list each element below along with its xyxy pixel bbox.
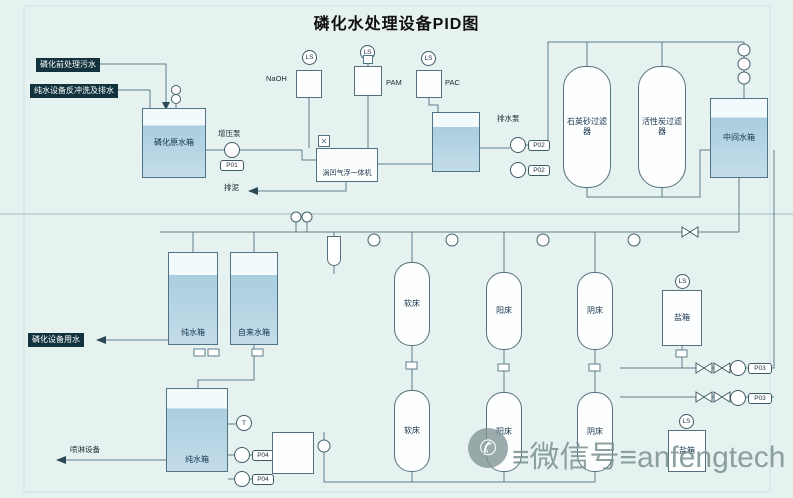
tap-water-tank-label: 自来水箱 xyxy=(238,328,270,338)
pump-p02a-tag: P02 xyxy=(528,140,550,151)
level-switch-naoh: LS xyxy=(302,50,317,65)
mini-tags xyxy=(193,348,688,372)
pump-p04b-symbol xyxy=(234,471,250,487)
bed-softener-1-label: 软床 xyxy=(403,299,420,309)
wechat-icon: ✆ xyxy=(468,428,508,468)
bed-anion-2-label: 阴床 xyxy=(586,427,603,437)
bed-softener-2: 软床 xyxy=(394,390,430,472)
pure-water-tank-lower-label: 纯水箱 xyxy=(185,455,209,465)
salt-tank-lower-label: 盐箱 xyxy=(678,446,695,456)
carbon-filter-vessel: 活性炭过滤器 xyxy=(638,66,686,188)
level-switch-salt-upper: LS xyxy=(675,274,690,289)
pac-dosing-tank xyxy=(416,70,442,98)
watermark-text: ≡微信号≡anfengtech xyxy=(512,441,786,474)
air-flotation-unit: 涡凹气浮一体机 xyxy=(316,148,378,182)
pam-mixer-motor xyxy=(363,55,373,64)
bed-anion-1-label: 阴床 xyxy=(586,306,603,316)
clear-water-tank xyxy=(432,112,480,172)
flotation-aerator-icon: ✕ xyxy=(318,135,330,147)
sludge-drain-label: 排泥 xyxy=(224,183,239,192)
pump-p01-symbol xyxy=(224,142,240,158)
pac-label: PAC xyxy=(445,78,460,87)
pump-p02b-tag: P02 xyxy=(528,165,550,176)
level-switch-salt-lower: LS xyxy=(679,414,694,429)
pump-p01-tag: P01 xyxy=(220,160,244,171)
pump-p03b-tag: P03 xyxy=(748,393,772,404)
pump-p03a-tag: P03 xyxy=(748,363,772,374)
raw-water-tank-label: 磷化原水箱 xyxy=(154,138,194,148)
bed-softener-1: 软床 xyxy=(394,262,430,346)
pump-p04a-tag: P04 xyxy=(252,450,274,461)
pure-water-tank-upper: 纯水箱 xyxy=(168,252,218,345)
sand-filter-vessel: 石英砂过滤器 xyxy=(563,66,611,188)
bed-cation-1-label: 阳床 xyxy=(495,306,512,316)
pure-water-tank-lower: 纯水箱 xyxy=(166,388,228,472)
booster-pump-label: 增压泵 xyxy=(218,129,241,138)
pump-p04b-tag: P04 xyxy=(252,474,274,485)
carbon-filter-label: 活性炭过滤器 xyxy=(642,117,682,136)
salt-tank-upper: 盐箱 xyxy=(662,290,702,346)
inlet-label-phosphating-wastewater: 磷化前处理污水 xyxy=(36,58,100,72)
gauge-circles xyxy=(171,43,751,453)
pump-p03a-symbol xyxy=(730,360,746,376)
level-switch-pac: LS xyxy=(421,51,436,66)
cartridge-filter xyxy=(327,236,341,266)
salt-tank-lower: 盐箱 xyxy=(668,430,706,472)
raw-water-tank: 磷化原水箱 xyxy=(142,108,206,178)
air-flotation-label: 涡凹气浮一体机 xyxy=(322,170,372,177)
dosing-tank xyxy=(272,432,314,474)
pure-water-tank-upper-label: 纯水箱 xyxy=(181,328,205,338)
bed-softener-2-label: 软床 xyxy=(403,426,420,436)
bed-anion-2: 阴床 xyxy=(577,392,613,472)
pump-p02b-symbol xyxy=(510,162,526,178)
outlet-label-spray-equipment: 喷淋设备 xyxy=(70,445,100,454)
naoh-label: NaOH xyxy=(266,74,287,83)
intermediate-water-tank: 中间水箱 xyxy=(710,98,768,178)
valves xyxy=(681,226,731,403)
pump-p02a-symbol xyxy=(510,137,526,153)
naoh-dosing-tank xyxy=(296,70,322,98)
flow-arrows xyxy=(56,102,258,464)
bed-cation-2-label: 阳床 xyxy=(495,427,512,437)
pump-p03b-symbol xyxy=(730,390,746,406)
frame xyxy=(0,5,793,493)
inlet-label-backwash-drain: 纯水设备反冲洗及排水 xyxy=(30,84,118,98)
intermediate-water-tank-label: 中间水箱 xyxy=(722,133,755,143)
outlet-label-process-water: 磷化设备用水 xyxy=(28,333,84,347)
bed-anion-1: 阴床 xyxy=(577,272,613,350)
pump-p04a-symbol xyxy=(234,447,250,463)
temperature-gauge: T xyxy=(236,415,252,431)
tap-water-tank: 自来水箱 xyxy=(230,252,278,345)
bed-cation-1: 阳床 xyxy=(486,272,522,350)
sand-filter-label: 石英砂过滤器 xyxy=(567,117,607,136)
pam-label: PAM xyxy=(386,78,402,87)
salt-tank-upper-label: 盐箱 xyxy=(673,313,690,323)
diagram-title: 磷化水处理设备PID图 xyxy=(313,16,480,33)
drain-pump-label: 排水泵 xyxy=(497,114,520,123)
pam-dosing-tank xyxy=(354,66,382,96)
